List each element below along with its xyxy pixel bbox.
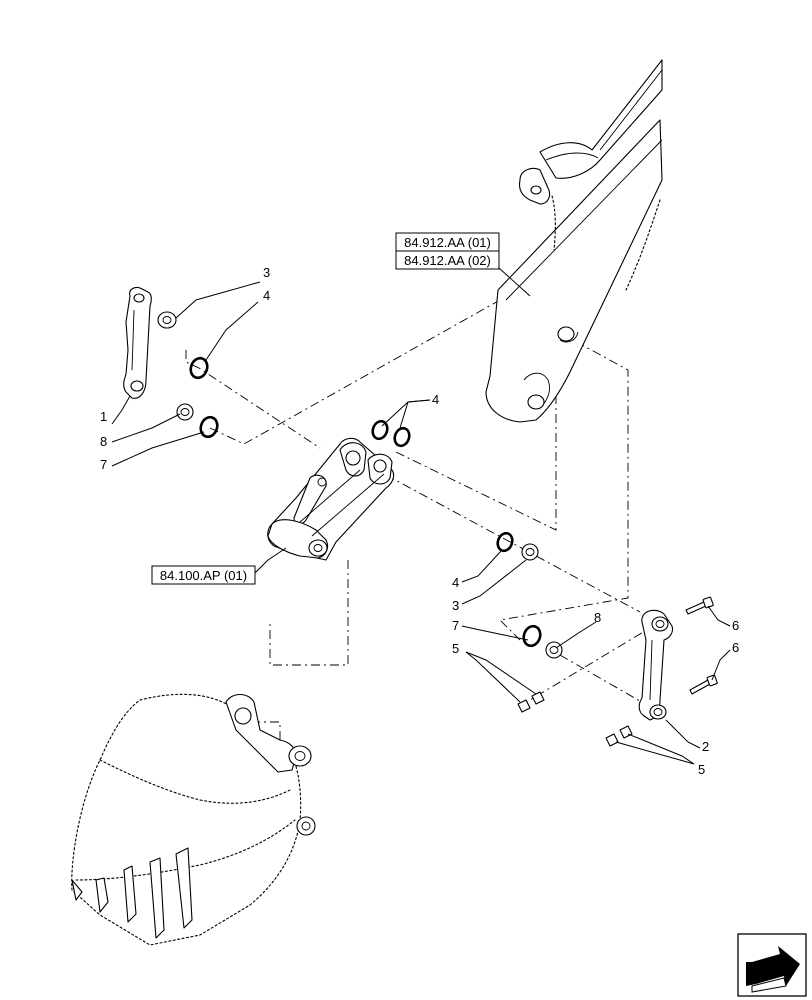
left-hardware [157, 311, 219, 439]
callout-2: 2 [702, 739, 709, 754]
reference-label-link[interactable]: 84.100.AP (01) [151, 565, 256, 585]
reference-text-arm-1: 84.912.AA (01) [404, 235, 491, 250]
callout-8-right: 8 [594, 610, 601, 625]
link-part-1 [123, 286, 152, 399]
callout-4-left: 4 [263, 288, 270, 303]
next-page-arrow-icon[interactable] [737, 933, 807, 997]
bucket [71, 693, 316, 946]
middle-rings [371, 419, 411, 448]
reference-text-link: 84.100.AP (01) [160, 568, 247, 583]
boom-arm [485, 59, 663, 423]
callout-1: 1 [100, 409, 107, 424]
fasteners [517, 596, 718, 747]
callout-7-left: 7 [100, 457, 107, 472]
callout-5-left: 5 [452, 641, 459, 656]
callout-8-left: 8 [100, 434, 107, 449]
callout-5-right: 5 [698, 762, 705, 777]
central-link-assembly [267, 437, 395, 561]
callout-7-right: 7 [452, 618, 459, 633]
callout-3-right: 3 [452, 598, 459, 613]
reference-label-arm-2[interactable]: 84.912.AA (02) [395, 250, 500, 270]
reference-text-arm-2: 84.912.AA (02) [404, 253, 491, 268]
callout-6-bottom: 6 [732, 640, 739, 655]
callout-4-right: 4 [452, 575, 459, 590]
reference-label-arm-1[interactable]: 84.912.AA (01) [395, 232, 500, 252]
leader-lines [111, 267, 731, 765]
callout-6-top: 6 [732, 618, 739, 633]
callout-3-left: 3 [263, 265, 270, 280]
link-part-2 [638, 609, 674, 721]
right-hardware [496, 531, 563, 659]
assembly-center-lines [185, 268, 661, 740]
callout-4-mid: 4 [432, 392, 439, 407]
callout-numbers: 3 4 1 8 7 4 4 3 7 8 5 6 6 2 5 [100, 265, 739, 777]
